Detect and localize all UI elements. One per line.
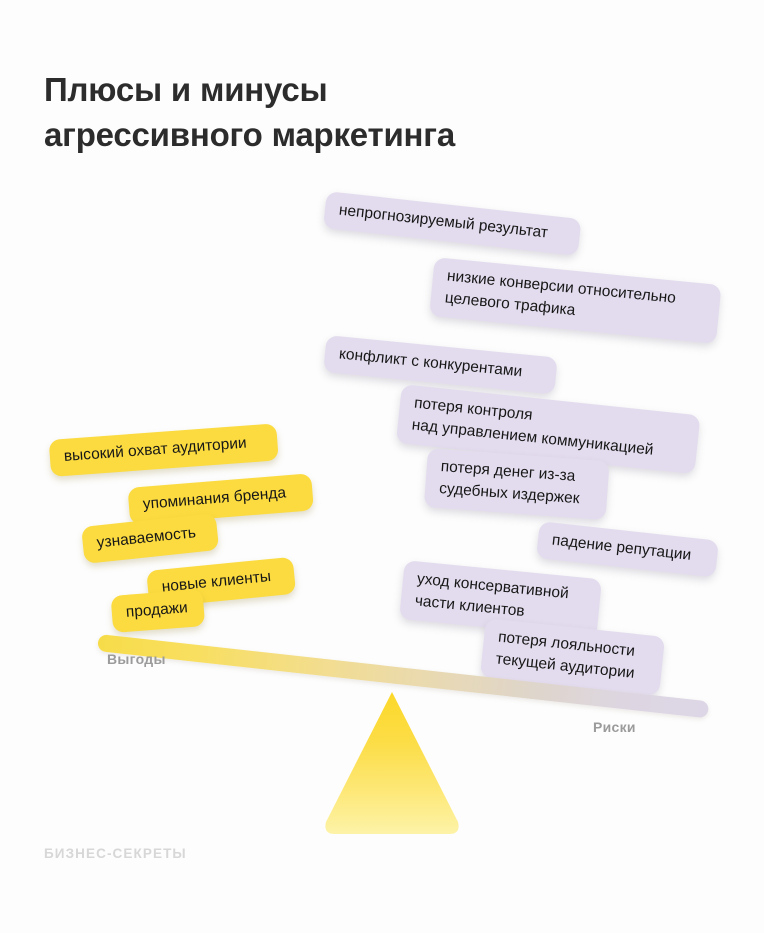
- benefit-chip: продажи: [110, 588, 206, 633]
- brand-watermark: БИЗНЕС-СЕКРЕТЫ: [44, 846, 187, 861]
- benefit-chip: узнаваемость: [81, 512, 220, 564]
- benefit-chip: упоминания бренда: [127, 473, 314, 525]
- benefits-axis-caption: Выгоды: [107, 651, 166, 667]
- fulcrum-triangle: [321, 690, 463, 836]
- risks-axis-caption: Риски: [593, 719, 636, 735]
- risk-chip: низкие конверсии относительно целевого т…: [429, 257, 722, 344]
- page-title: Плюсы и минусы агрессивного маркетинга: [44, 71, 455, 153]
- risk-chip: потеря денег из-за судебных издержек: [423, 448, 610, 521]
- risk-chip: непрогнозируемый результат: [322, 191, 582, 256]
- risk-chip: конфликт с конкурентами: [323, 335, 558, 395]
- benefit-chip: высокий охват аудитории: [48, 423, 279, 477]
- risk-chip: падение репутации: [535, 521, 719, 578]
